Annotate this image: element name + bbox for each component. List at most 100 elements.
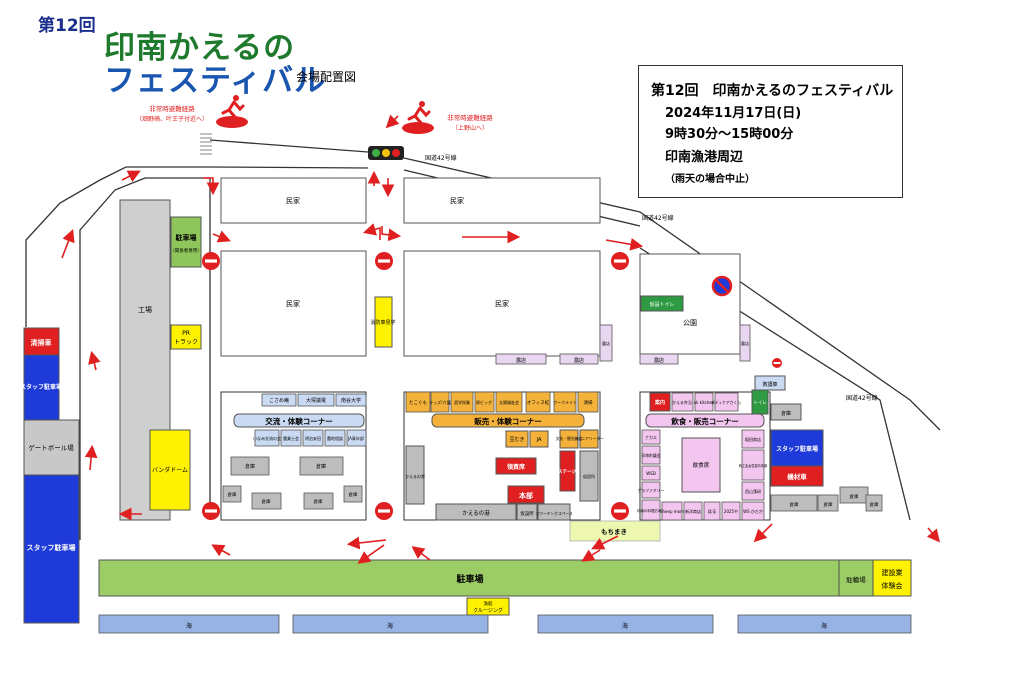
bike-parking (838, 559, 874, 597)
cleaning-car-label: 清掃車 (31, 338, 52, 347)
pr-truck-label-2: トラック (174, 339, 198, 346)
exchange-banner-label: 交流・体験コーナー (265, 416, 333, 426)
food-right-3: 西山藻研 (745, 488, 761, 494)
food-staff-parking-label: スタッフ駐車場 (776, 445, 818, 453)
exchange-booths (254, 429, 367, 447)
dining-area (681, 437, 721, 493)
food-staff-parking (770, 429, 824, 467)
park-toilet-label: 仮設トイレ (649, 301, 674, 308)
hq-tent (507, 485, 545, 504)
info-desk-label: 案内 (654, 399, 665, 406)
culture-booth (559, 429, 579, 449)
banda-dome-label: バンダドーム (152, 466, 188, 474)
stall-c: 露店 (602, 340, 610, 346)
banda-dome (149, 429, 191, 511)
supply-car-label: 機材車 (787, 472, 807, 481)
traffic-light-icon (368, 146, 404, 160)
food-right-4: WS ひだか (743, 508, 763, 514)
food-left-3: WSD (646, 471, 656, 476)
mochimaki-area (569, 520, 661, 542)
boat-cruise-label-2: クルージング (473, 607, 503, 614)
food-banner-label: 飲食・販売コーナー (670, 416, 739, 426)
sales-top-7: ワークメイト (553, 399, 577, 405)
sales-top-2: キッズ!介護 (429, 399, 451, 405)
food-left-1: ナカエ (645, 434, 657, 440)
sales-top-4: 卵ビッグ (476, 399, 492, 405)
exchange-booth-5: JA青年部 (347, 435, 364, 441)
house-b-label: 民家 (450, 196, 464, 205)
mochimaki-label: もちまき (601, 527, 627, 536)
food-bottom-2: 新洋商店 (685, 508, 701, 514)
house-c-label: 民家 (286, 299, 300, 308)
evac-right-sub: （上野山へ） (452, 124, 488, 132)
aid-car-label: 救護車 (762, 381, 777, 388)
right-wh-2: 倉庫 (824, 501, 833, 508)
parking-vertical (170, 216, 202, 268)
fire-station (374, 296, 393, 348)
food-top-3: ボディケアさくら (711, 400, 741, 405)
no-entry-icons (202, 252, 782, 520)
edition-label: 第12回 (38, 16, 96, 36)
construction-label-1: 建設業 (882, 568, 903, 577)
stalls (495, 324, 751, 365)
parking-note-label: （関係者専用） (170, 247, 202, 254)
main-parking (98, 559, 840, 597)
pr-truck-label-1: PR (182, 330, 190, 337)
pr-truck (170, 324, 202, 350)
supply-car (770, 465, 824, 487)
sales-top-row (405, 391, 599, 413)
park-label: 公園 (683, 319, 697, 327)
food-bottom-1: Sheep mom (660, 509, 684, 514)
sea-4: 海 (821, 622, 827, 630)
info-venue: 印南漁港周辺 (665, 150, 744, 165)
sales-mid-1-label: 豆むき (509, 436, 524, 443)
food-top-row (671, 392, 739, 412)
houses (220, 177, 741, 357)
festival-title-line1: 印南かえるの (104, 30, 296, 66)
exchange-wh-4: 倉庫 (262, 498, 271, 505)
exchange-top-3: 南谷大学 (341, 397, 361, 404)
staff-parking-bottom-label: スタッフ駐車場 (27, 543, 76, 552)
exchange-wh-1: 倉庫 (245, 463, 255, 470)
sales-top-5: 太陽福祉会 (499, 399, 519, 405)
house-d-label: 民家 (495, 299, 509, 308)
fire-station-label: 消防車見学 (370, 319, 395, 326)
house-b (403, 177, 601, 224)
park-toilet (640, 295, 684, 312)
food-left-col (641, 429, 661, 521)
sales-mid-2 (529, 430, 549, 448)
traffic-arrows (61, 114, 941, 564)
junior-label: ジュニアリーダー (574, 436, 604, 441)
junior-booth (579, 429, 599, 449)
culture-label: 文化・観光協会 (556, 436, 583, 441)
sale-counter-label: 領買席 (506, 463, 525, 471)
food-bottom-row (661, 501, 741, 521)
evacuation-runner-icon-right (402, 101, 434, 134)
info-date: 2024年11月17日(日) (665, 106, 802, 121)
food-left-4: ゲラファミリー (638, 488, 665, 493)
food-left-5: 印南の料理広め隊 (637, 508, 665, 513)
evac-right-title: 非常時避難経路 (447, 113, 493, 122)
exchange-wh-6: 倉庫 (349, 491, 358, 498)
staff-parking-top-label: スタッフ駐車場 (20, 383, 62, 391)
exchange-wh-2: 倉庫 (316, 463, 326, 470)
food-bottom-3: はる (708, 509, 717, 515)
exchange-booth-1: いなみ交流の会 (253, 435, 281, 441)
stage-label: ステージ (558, 469, 576, 475)
evac-stairs (200, 133, 212, 155)
right-wh-1: 倉庫 (790, 501, 799, 508)
sales-top-1: たこぐも (409, 400, 427, 406)
sea-2: 海 (387, 622, 393, 630)
exchange-warehouses (222, 456, 363, 510)
event-info-box: 第12回 印南かえるのフェスティバル 2024年11月17日(日) 9時30分～… (638, 65, 903, 198)
sea-strips (98, 614, 912, 634)
house-c (220, 250, 367, 357)
sale-counter (495, 457, 537, 475)
construction-label-2: 体験会 (882, 581, 903, 590)
exchange-block (220, 391, 367, 521)
stage (559, 450, 576, 492)
food-right-2: 商工会女性部青年部 (739, 463, 768, 468)
food-top-2: ak kitchen (694, 400, 715, 405)
